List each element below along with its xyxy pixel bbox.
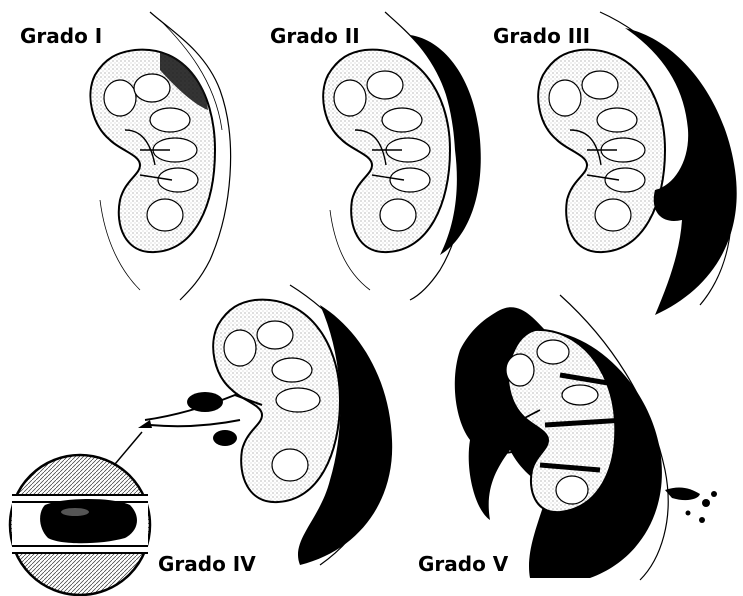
grade-1-label: Grado I (20, 24, 102, 48)
grade-3-label: Grado III (493, 24, 590, 48)
grade-5-kidney (455, 295, 717, 580)
grade-5-label: Grado V (418, 552, 508, 576)
thrombus (40, 499, 137, 543)
inset-vessel-detail (10, 455, 150, 595)
grade-4-label: Grado IV (158, 552, 256, 576)
grade-3-kidney (538, 12, 737, 315)
grade-1-kidney (90, 12, 230, 300)
grade-2-label: Grado II (270, 24, 360, 48)
grade-2-kidney (323, 12, 481, 300)
